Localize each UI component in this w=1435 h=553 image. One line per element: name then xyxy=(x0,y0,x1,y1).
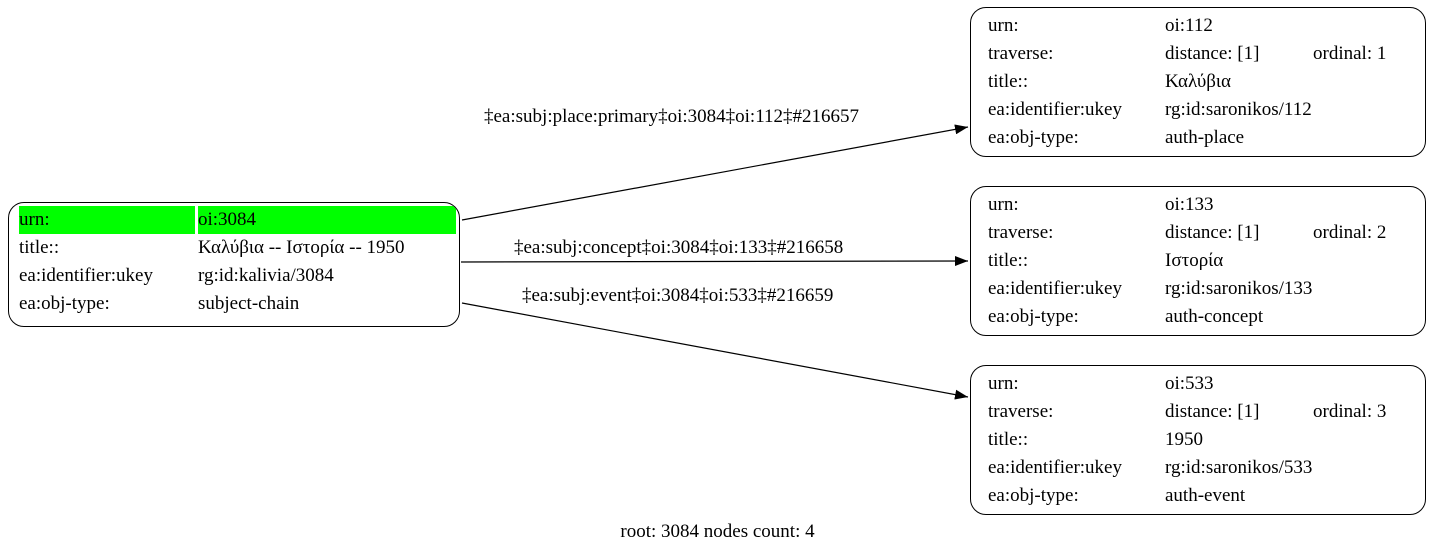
node-row-traverse: traverse: distance: [1] ordinal: 1 xyxy=(971,40,1425,68)
row-value: auth-concept xyxy=(1165,306,1264,327)
row-value: oi:3084 xyxy=(198,206,456,234)
node-row-obj-type: ea:obj-type: subject-chain xyxy=(9,290,459,318)
node-row-identifier: ea:identifier:ukey rg:id:saronikos/133 xyxy=(971,275,1425,303)
row-value: Καλύβια -- Ιστορία -- 1950 xyxy=(198,237,405,258)
row-key: urn: xyxy=(988,373,1019,394)
row-value: oi:133 xyxy=(1165,194,1214,215)
graph-node-root: urn: oi:3084 title:: Καλύβια -- Ιστορία … xyxy=(8,202,460,327)
edge-label-concept: ‡ea:subj:concept‡oi:3084‡oi:133‡#216658 xyxy=(514,237,844,258)
node-row-urn: urn: oi:3084 xyxy=(9,206,459,234)
row-value: rg:id:saronikos/533 xyxy=(1165,457,1313,478)
node-row-traverse: traverse: distance: [1] ordinal: 2 xyxy=(971,219,1425,247)
row-value: oi:533 xyxy=(1165,373,1214,394)
row-key: title:: xyxy=(988,250,1029,271)
row-key: title:: xyxy=(19,237,60,258)
row-value: auth-event xyxy=(1165,485,1246,506)
row-key: ea:identifier:ukey xyxy=(988,457,1122,478)
node-row-title: title:: Ιστορία xyxy=(971,247,1425,275)
node-row-identifier: ea:identifier:ukey rg:id:kalivia/3084 xyxy=(9,262,459,290)
row-value: auth-place xyxy=(1165,127,1245,148)
row-ordinal: ordinal: 1 xyxy=(1313,43,1387,64)
row-key: ea:obj-type: xyxy=(988,306,1079,327)
row-value: Ιστορία xyxy=(1165,250,1224,271)
row-value: rg:id:saronikos/112 xyxy=(1165,99,1312,120)
row-key: title:: xyxy=(988,429,1029,450)
row-key: ea:identifier:ukey xyxy=(19,265,153,286)
row-key: ea:obj-type: xyxy=(988,485,1079,506)
row-key: traverse: xyxy=(988,401,1054,422)
row-value: 1950 xyxy=(1165,429,1203,450)
row-key: traverse: xyxy=(988,222,1054,243)
row-key: urn: xyxy=(19,206,195,234)
row-key: traverse: xyxy=(988,43,1054,64)
row-value: rg:id:kalivia/3084 xyxy=(198,265,334,286)
row-value: oi:112 xyxy=(1165,15,1213,36)
node-row-traverse: traverse: distance: [1] ordinal: 3 xyxy=(971,398,1425,426)
node-row-urn: urn: oi:533 xyxy=(971,370,1425,398)
edge-place-primary xyxy=(461,124,969,221)
node-row-identifier: ea:identifier:ukey rg:id:saronikos/112 xyxy=(971,96,1425,124)
row-key: ea:obj-type: xyxy=(988,127,1079,148)
node-row-obj-type: ea:obj-type: auth-place xyxy=(971,124,1425,152)
graph-node-oi-133: urn: oi:133 traverse: distance: [1] ordi… xyxy=(970,186,1426,336)
node-row-title: title:: Καλύβια xyxy=(971,68,1425,96)
graph-footer: root: 3084 nodes count: 4 xyxy=(620,521,815,542)
row-value: Καλύβια xyxy=(1165,71,1231,92)
row-ordinal: ordinal: 2 xyxy=(1313,222,1387,243)
edge-label-event: ‡ea:subj:event‡oi:3084‡oi:533‡#216659 xyxy=(522,285,834,306)
row-key: title:: xyxy=(988,71,1029,92)
node-row-title: title:: 1950 xyxy=(971,426,1425,454)
row-value: distance: [1] xyxy=(1165,43,1260,64)
row-value: subject-chain xyxy=(198,293,300,314)
edge-event xyxy=(461,302,969,400)
row-key: ea:identifier:ukey xyxy=(988,99,1122,120)
edge-concept xyxy=(460,256,969,267)
node-row-obj-type: ea:obj-type: auth-event xyxy=(971,482,1425,510)
node-row-urn: urn: oi:112 xyxy=(971,12,1425,40)
row-key: urn: xyxy=(988,15,1019,36)
row-value: rg:id:saronikos/133 xyxy=(1165,278,1313,299)
node-row-identifier: ea:identifier:ukey rg:id:saronikos/533 xyxy=(971,454,1425,482)
node-row-title: title:: Καλύβια -- Ιστορία -- 1950 xyxy=(9,234,459,262)
row-value: distance: [1] xyxy=(1165,401,1260,422)
row-key: ea:obj-type: xyxy=(19,293,110,314)
node-row-obj-type: ea:obj-type: auth-concept xyxy=(971,303,1425,331)
graph-node-oi-112: urn: oi:112 traverse: distance: [1] ordi… xyxy=(970,7,1426,157)
graph-node-oi-533: urn: oi:533 traverse: distance: [1] ordi… xyxy=(970,365,1426,515)
row-key: ea:identifier:ukey xyxy=(988,278,1122,299)
node-row-urn: urn: oi:133 xyxy=(971,191,1425,219)
edge-label-place-primary: ‡ea:subj:place:primary‡oi:3084‡oi:112‡#2… xyxy=(484,106,860,127)
row-value: distance: [1] xyxy=(1165,222,1260,243)
row-ordinal: ordinal: 3 xyxy=(1313,401,1387,422)
row-key: urn: xyxy=(988,194,1019,215)
